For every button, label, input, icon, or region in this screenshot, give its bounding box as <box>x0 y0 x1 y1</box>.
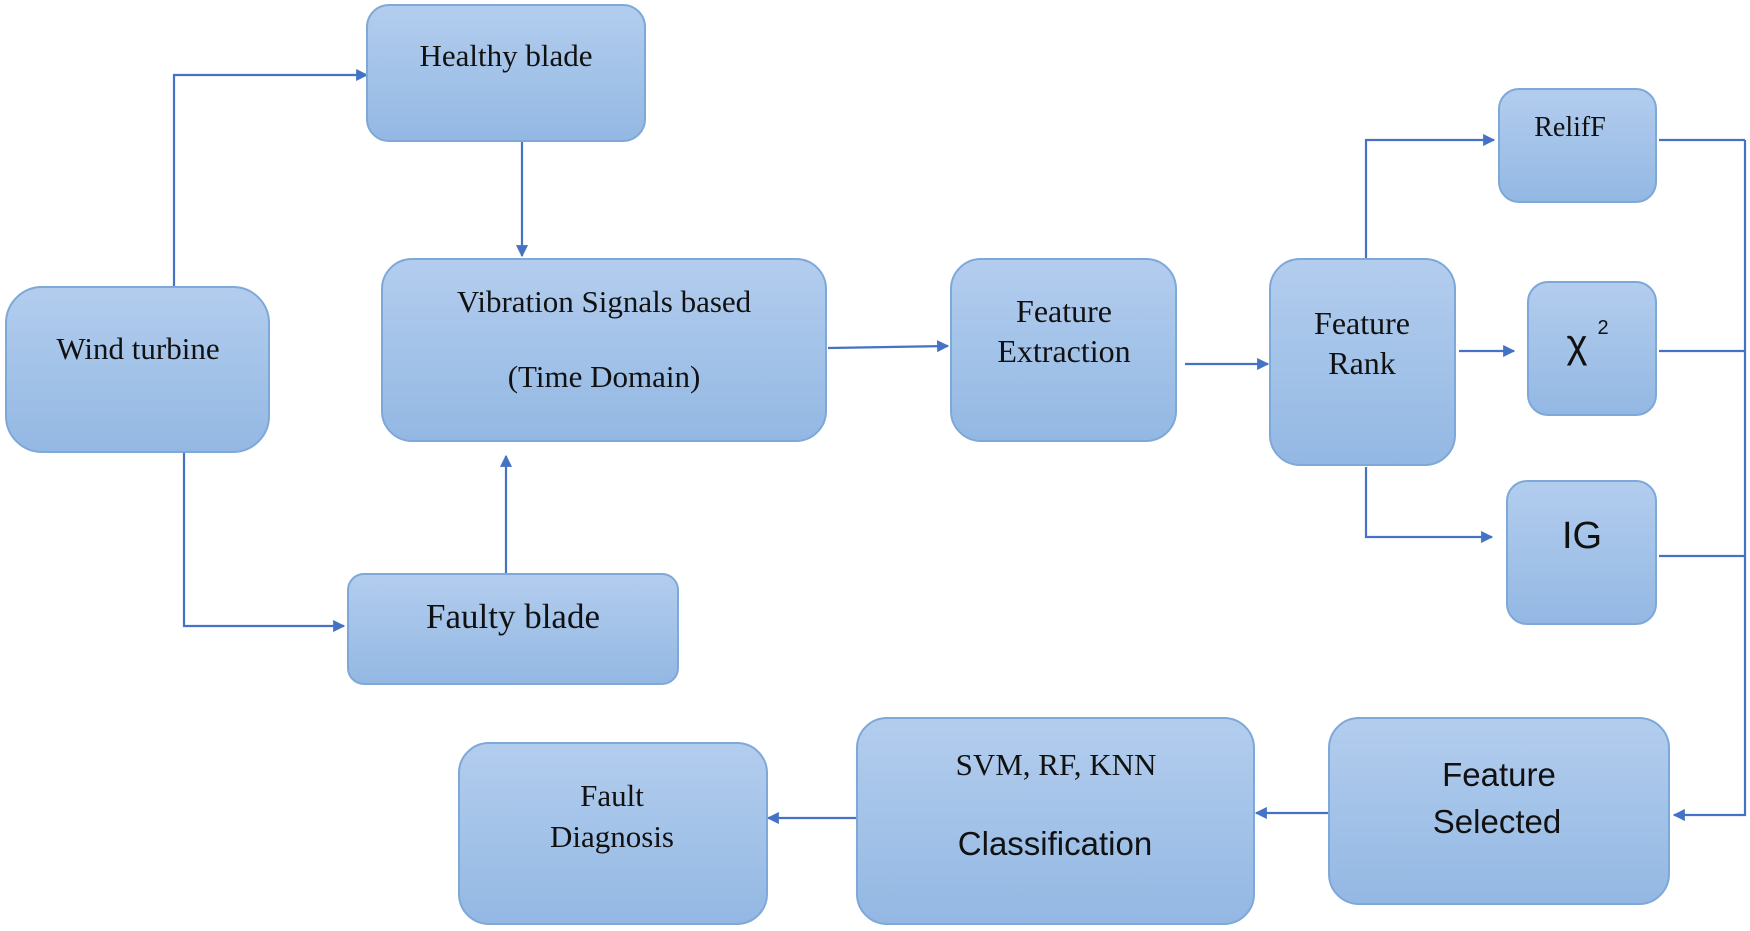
vibration-label-line1: Vibration Signals based <box>457 284 752 319</box>
feature-extraction-line1: Feature <box>1016 293 1112 329</box>
healthy-blade-label: Healthy blade <box>419 38 592 73</box>
node-fault-diagnosis: Fault Diagnosis <box>458 742 768 925</box>
wind-turbine-label: Wind turbine <box>56 331 219 366</box>
feature-rank-line1: Feature <box>1314 305 1410 341</box>
classification-label: Classification <box>958 825 1152 862</box>
node-ig: IG <box>1506 480 1657 625</box>
feature-selected-line2: Selected <box>1433 803 1561 840</box>
node-chi-square: χ 2 <box>1527 281 1657 416</box>
feature-selected-line1: Feature <box>1442 756 1556 793</box>
node-feature-rank: Feature Rank <box>1269 258 1456 466</box>
edge-rank-to-ig <box>1364 467 1494 544</box>
node-faulty-blade: Faulty blade <box>347 573 679 685</box>
edge-vibration-to-extraction <box>827 340 950 353</box>
node-feature-selected: Feature Selected <box>1328 717 1670 905</box>
edges <box>172 68 1747 825</box>
ig-label: IG <box>1562 515 1602 557</box>
edge-rank-to-relieff <box>1364 133 1496 259</box>
chi-square-symbol: χ <box>1567 322 1588 366</box>
node-wind-turbine: Wind turbine <box>5 286 270 453</box>
node-feature-extraction: Feature Extraction <box>950 258 1177 442</box>
feature-extraction-line2: Extraction <box>997 333 1130 369</box>
edge-turbine-to-faulty <box>182 452 346 633</box>
node-healthy-blade: Healthy blade <box>366 4 646 142</box>
vibration-label-line2: (Time Domain) <box>508 359 701 394</box>
relieff-label: RelifF <box>1534 112 1606 143</box>
classifiers-label: SVM, RF, KNN <box>956 747 1157 782</box>
node-vibration-signals: Vibration Signals based (Time Domain) <box>381 258 827 442</box>
node-relieff: RelifF <box>1498 88 1657 203</box>
edge-turbine-to-healthy <box>172 68 369 287</box>
fault-diagnosis-line2: Diagnosis <box>550 819 674 854</box>
faulty-blade-label: Faulty blade <box>426 597 600 636</box>
chi-square-exponent: 2 <box>1597 317 1608 339</box>
feature-rank-line2: Rank <box>1328 345 1396 381</box>
node-classification: SVM, RF, KNN Classification <box>856 717 1255 925</box>
fault-diagnosis-line1: Fault <box>580 778 644 813</box>
edge-merge-to-selected <box>1672 140 1747 822</box>
